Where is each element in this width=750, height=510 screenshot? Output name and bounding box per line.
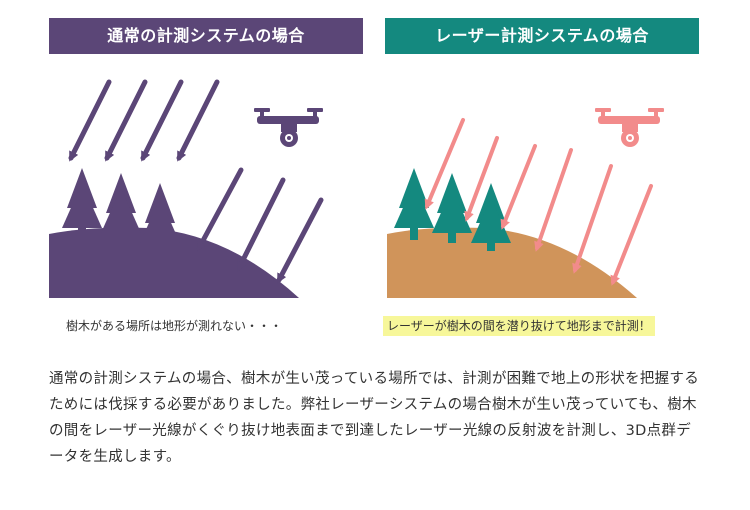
- tree: [140, 183, 180, 251]
- laser-system-caption: レーザーが樹木の間を潜り抜けて地形まで計測！: [383, 316, 655, 336]
- description-text: 通常の計測システムの場合、樹木が生い茂っている場所では、計測が困難で地上の形状を…: [49, 371, 700, 465]
- tree: [101, 173, 141, 243]
- tree: [432, 173, 472, 243]
- tree: [471, 183, 511, 251]
- normal-system-caption: 樹木がある場所は地形が測れない・・・: [66, 319, 283, 333]
- laser-system-panel: レーザー計測システムの場合: [385, 18, 699, 304]
- normal-system-header: 通常の計測システムの場合: [49, 18, 363, 54]
- tree: [62, 168, 102, 240]
- ground-hill: [387, 227, 637, 298]
- measurement-rays: [68, 79, 324, 284]
- laser-system-header: レーザー計測システムの場合: [385, 18, 699, 54]
- normal-system-illustration: [49, 79, 324, 298]
- laser-rays: [424, 118, 653, 286]
- ground-hill: [49, 227, 299, 298]
- laser-system-illustration: [387, 108, 664, 298]
- drone-icon: [254, 108, 323, 147]
- tree: [394, 168, 434, 240]
- drone-icon: [595, 108, 664, 147]
- normal-system-panel: 通常の計測システムの場合: [49, 18, 363, 304]
